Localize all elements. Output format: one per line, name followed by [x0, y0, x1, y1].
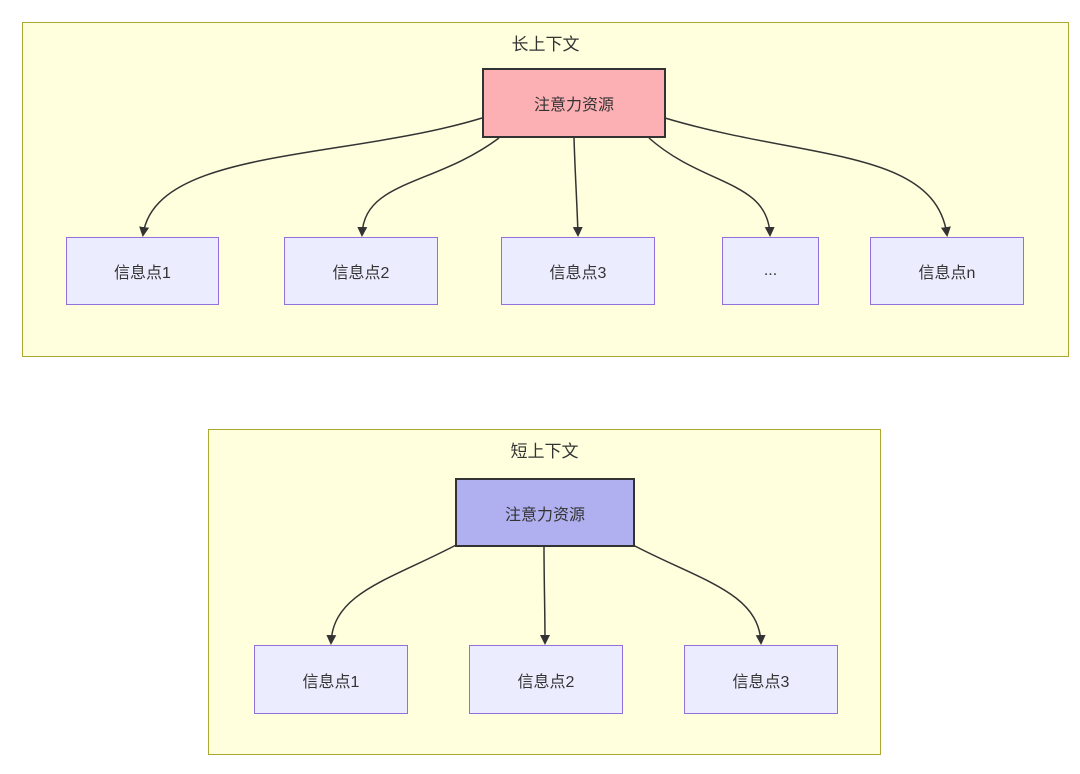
info-node-long-2: 信息点2 — [284, 237, 438, 305]
info-node-long-n: 信息点n — [870, 237, 1024, 305]
attention-node-long: 注意力资源 — [482, 68, 666, 138]
info-node-long-3: 信息点3 — [501, 237, 655, 305]
info-node-long-ellipsis: ... — [722, 237, 819, 305]
info-node-short-2: 信息点2 — [469, 645, 623, 714]
info-node-short-3: 信息点3 — [684, 645, 838, 714]
long-context-title: 长上下文 — [511, 35, 580, 54]
info-node-short-1: 信息点1 — [254, 645, 408, 714]
info-node-long-1: 信息点1 — [66, 237, 219, 305]
attention-node-short: 注意力资源 — [455, 478, 635, 547]
short-context-title: 短上下文 — [510, 442, 579, 461]
